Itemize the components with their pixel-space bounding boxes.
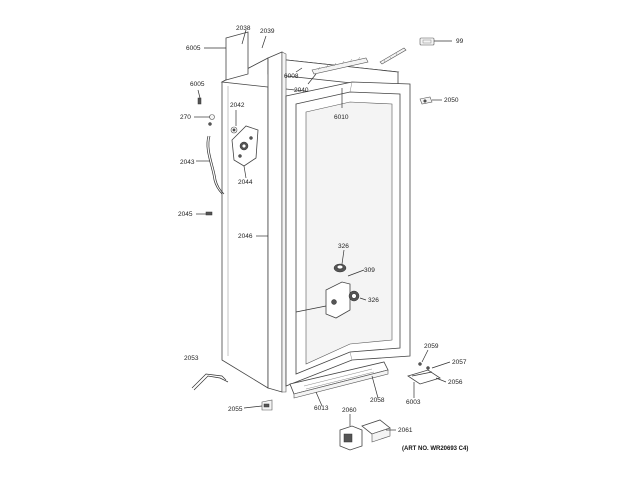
door-frame [285,81,411,387]
wire-handle [191,373,229,391]
left-panel-top [225,31,249,81]
roller-upper [333,263,347,273]
label-2050: 2050 [444,97,459,104]
fastener-part [419,96,433,105]
bushing-part [230,126,238,134]
art-number: (ART NO. WR20693 C4) [402,446,468,452]
label-6013: 6013 [314,405,329,412]
label-6005-side: 6005 [190,81,205,88]
label-2056: 2056 [448,379,463,386]
cord-part [206,135,225,195]
switch-cover [361,419,391,443]
label-99: 99 [456,38,464,45]
pin-part [197,97,202,105]
hinge-plate [407,362,441,385]
label-2053: 2053 [184,355,199,362]
label-2039: 2039 [260,28,275,35]
label-2060: 2060 [342,407,357,414]
screw-part [208,114,215,126]
label-2055: 2055 [228,406,243,413]
label-326-right: 326 [368,297,379,304]
base-clip [261,399,273,411]
mullion-strip [267,51,287,393]
label-2044: 2044 [238,179,253,186]
label-2046: 2046 [238,233,253,240]
label-2057: 2057 [452,359,467,366]
center-bracket [295,281,351,319]
bottom-grille [289,361,389,399]
cable-strip [379,47,407,65]
label-6005-top: 6005 [186,45,201,52]
part-labels: 6005 2038 2039 99 6008 2040 6005 2042 27… [178,25,468,452]
small-pin [205,211,213,216]
label-6010: 6010 [334,114,349,121]
label-6003: 6003 [406,399,421,406]
hinge-bracket [231,125,259,167]
roller-right [348,290,360,302]
label-309: 309 [364,267,375,274]
label-326-upper: 326 [338,243,349,250]
label-6008: 6008 [284,73,299,80]
label-2061: 2061 [398,427,413,434]
label-270: 270 [180,114,191,121]
label-2059: 2059 [424,343,439,350]
switch-box [339,425,363,451]
leader-lines [194,29,452,431]
label-2058: 2058 [370,397,385,404]
label-2042: 2042 [230,102,245,109]
top-rail-strip [311,56,369,75]
label-2043: 2043 [180,159,195,166]
label-2038: 2038 [236,25,251,32]
label-2045: 2045 [178,211,193,218]
clip-part [419,37,435,46]
label-2040: 2040 [294,87,309,94]
